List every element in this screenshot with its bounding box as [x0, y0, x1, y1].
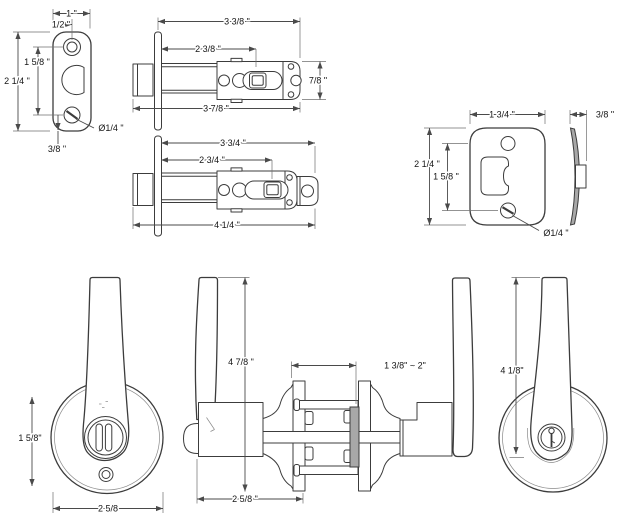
- exterior-lever-arm: [399, 402, 453, 457]
- strike-side-dimension-lines: [569, 110, 587, 161]
- dim-label-lever-length: 4 1/8": [500, 366, 523, 376]
- faceplate-top-screw-hole: [63, 38, 81, 56]
- lockset-assembly-side-view: 4 7/8 " 1 3/8" ~ 2" 2 5/8 ": [183, 276, 474, 506]
- latch-adjustable-dimension-lines: [132, 140, 316, 229]
- chassis-plate: [349, 406, 360, 468]
- dim-label-faceplate-height: 2 1/4 ": [4, 76, 30, 86]
- dim-label-rose-diameter: 2 5/8 ": [232, 494, 258, 504]
- dim-label-latch-std-body-height: 7/8 ": [309, 76, 327, 86]
- latch-standard-dimension-lines: [132, 17, 326, 113]
- exterior-lever-front-view: 4 1/8": [498, 276, 608, 493]
- screw-slot: [65, 110, 79, 120]
- strike-plate-body: [469, 127, 546, 226]
- dim-label-latch-std-backset: 2 3/8 ": [195, 44, 221, 54]
- strike-lip-box: [575, 164, 587, 189]
- latch-bolt: [132, 63, 154, 97]
- faceplate-dimension-lines: [13, 9, 95, 144]
- latchbolt-adjustable-side-view: 3 3/4 " 2 3/4 " 4 1/4 ": [132, 135, 319, 237]
- keyway: [548, 427, 555, 434]
- exterior-lever-blade-side: [451, 277, 474, 458]
- hub-collar-arc: [527, 427, 575, 463]
- strike-dimension-lines: [424, 110, 546, 231]
- strike-plate-front-view: 1 3/4 " 2 1/4 " 1 5/8 " Ø1/4 ": [413, 108, 570, 240]
- dim-label-strike-screw-diameter: Ø1/4 ": [543, 228, 568, 238]
- strike-opening: [480, 156, 509, 196]
- dim-label-latch-std-body-length: 3 3/8 ": [224, 17, 250, 27]
- dim-label-strike-depth: 3/8 ": [596, 110, 614, 120]
- strike-plate-side-view: 3/8 ": [569, 108, 616, 226]
- dim-label-latch-adj-backset: 2 3/4 ": [199, 155, 225, 165]
- turn-piece-slot: [104, 423, 113, 452]
- dim-label-hub-height: 1 5/8": [18, 433, 41, 443]
- mounting-post-bottom: [295, 465, 359, 475]
- dim-label-faceplate-width: 1 ": [66, 9, 77, 19]
- interior-lever-arm: [183, 402, 264, 457]
- screw-slot: [501, 206, 515, 215]
- dim-label-latch-std-overall-length: 3 7/8 ": [203, 104, 229, 114]
- faceplate-latch-opening: [61, 64, 85, 96]
- strike-plate-edge: [569, 127, 580, 226]
- dim-label-faceplate-bottom-offset: 3/8 ": [48, 144, 66, 154]
- spindle-square-hole: [263, 181, 282, 198]
- exterior-lever-dimension-lines: [509, 277, 540, 458]
- dim-label-faceplate-screw-spacing: 1 5/8 ": [24, 57, 50, 67]
- assembly-dimension-lines: [196, 277, 357, 504]
- latch-bolt: [132, 173, 154, 206]
- dim-label-faceplate-screw-diameter: Ø1/4 ": [98, 123, 123, 133]
- strike-top-screw-hole: [500, 136, 516, 151]
- emergency-release-hole: [98, 467, 114, 482]
- lever-blade: [82, 276, 130, 462]
- latchbolt-standard-side-view: 3 3/8 " 2 3/8 " 7/8 " 3 7/8 ": [132, 15, 329, 131]
- interior-lever-blade-side: [194, 276, 219, 421]
- latch-faceplate-edge: [154, 31, 162, 131]
- latch-tube: [161, 63, 218, 94]
- dim-label-strike-screw-spacing: 1 5/8 ": [433, 172, 459, 182]
- spindle-square-hole: [249, 72, 267, 89]
- dim-label-strike-height: 2 1/4 ": [414, 159, 440, 169]
- latch-faceplate-edge: [154, 135, 162, 237]
- dim-label-rose-width: 2 5/8: [98, 504, 118, 514]
- turn-piece-slot: [95, 423, 103, 452]
- latch-tube: [161, 172, 218, 203]
- dim-label-lever-height: 4 7/8 ": [228, 357, 254, 367]
- dim-label-strike-width: 1 3/4 ": [489, 110, 515, 120]
- latch-faceplate-front-view: 1 " 1/2 " 1 5/8 " 2 1/4 " 3/8 " Ø1/4 ": [3, 7, 125, 156]
- interior-lever-dimension-lines: [29, 397, 164, 513]
- dim-label-faceplate-half-width: 1/2 ": [52, 20, 70, 30]
- spindle: [262, 431, 404, 444]
- lever-blade: [530, 276, 573, 461]
- dim-label-latch-adj-overall-length: 4 1/4 ": [214, 220, 240, 230]
- dim-label-latch-adj-body-length: 3 3/4 ": [220, 138, 246, 148]
- mounting-post-top: [295, 400, 359, 410]
- interior-lever-front-view: 1 5/8" 2 5/8: [17, 276, 164, 515]
- dim-label-door-thickness-range: 1 3/8" ~ 2": [384, 361, 426, 371]
